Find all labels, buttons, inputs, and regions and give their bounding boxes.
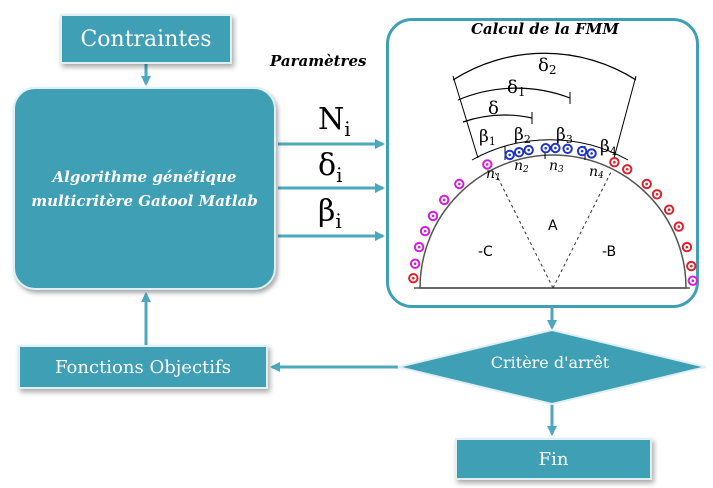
coil-conductor-dot [431,214,435,218]
algorithme-box: Algorithme génétique multicritère Gatool… [13,87,276,290]
critere-arret-diamond [397,328,707,406]
beta-arc [471,139,629,161]
coil-conductor-dot [517,150,521,154]
beta1-label: β1 [479,127,496,148]
n3-label: n3 [549,158,564,175]
coil-conductor-dot [685,245,689,249]
coil-conductor-dot [580,149,584,153]
zone-label-c: -C [478,244,493,260]
delta2-left-tick [452,75,479,159]
critere-arret-label: Critère d'arrêt [490,353,610,372]
fonctions-objectifs-box: Fonctions Objectifs [18,345,268,389]
stator-half-disc [419,154,687,289]
param-beta: βi [318,194,342,233]
coil-conductor-dot [590,152,593,155]
coil-conductor-dot [508,153,512,157]
contraintes-box: Contraintes [60,14,232,64]
n1-label: n1 [486,166,501,183]
delta2-label: δ2 [538,55,556,77]
coil-conductor-dot [677,225,681,228]
zone-divider-right [552,169,613,289]
coil-conductor-dot [691,279,695,283]
delta2-arc [452,52,637,81]
coil-conductor-dot [667,208,671,211]
coil-conductor-dot [655,193,659,196]
coil-conductor-dot [544,146,547,150]
coil-conductor-dot [625,168,629,171]
delta-arc [462,114,533,123]
n4-label: n4 [589,164,604,181]
fin-box: Fin [455,438,652,480]
zone-label-a: A [548,218,558,234]
beta3-label: β3 [556,125,573,146]
n2-label: n2 [514,158,529,175]
delta1-arc [457,87,571,101]
coil-conductor-dot [613,160,616,164]
zone-label-b: -B [602,244,616,260]
zone-divider-left [493,169,554,289]
coil-conductor-dot [690,264,693,268]
delta2-right-tick [613,75,637,159]
delta-label: δ [488,98,499,119]
beta4-label: β4 [600,137,617,158]
fmm-title: Calcul de la FMM [470,20,620,38]
coil-conductor-dot [417,245,421,249]
coil-group [408,142,698,286]
coil-conductor-dot [486,163,489,166]
beta2-label: β2 [514,125,531,146]
coil-conductor-dot [566,147,569,151]
coil-conductor-dot [423,229,427,233]
param-n: Ni [318,102,351,141]
coil-conductor-dot [412,276,415,280]
coil-conductor-dot [442,198,446,202]
coil-conductor-dot [413,262,417,266]
coil-conductor-dot [458,182,461,186]
coil-conductor-dot [645,182,648,186]
coil-conductor-dot [527,148,530,152]
param-delta: δi [318,148,343,187]
delta1-label: δ1 [507,77,525,99]
coil-conductor-dot [554,146,557,150]
parametres-label: Paramètres [270,52,367,70]
